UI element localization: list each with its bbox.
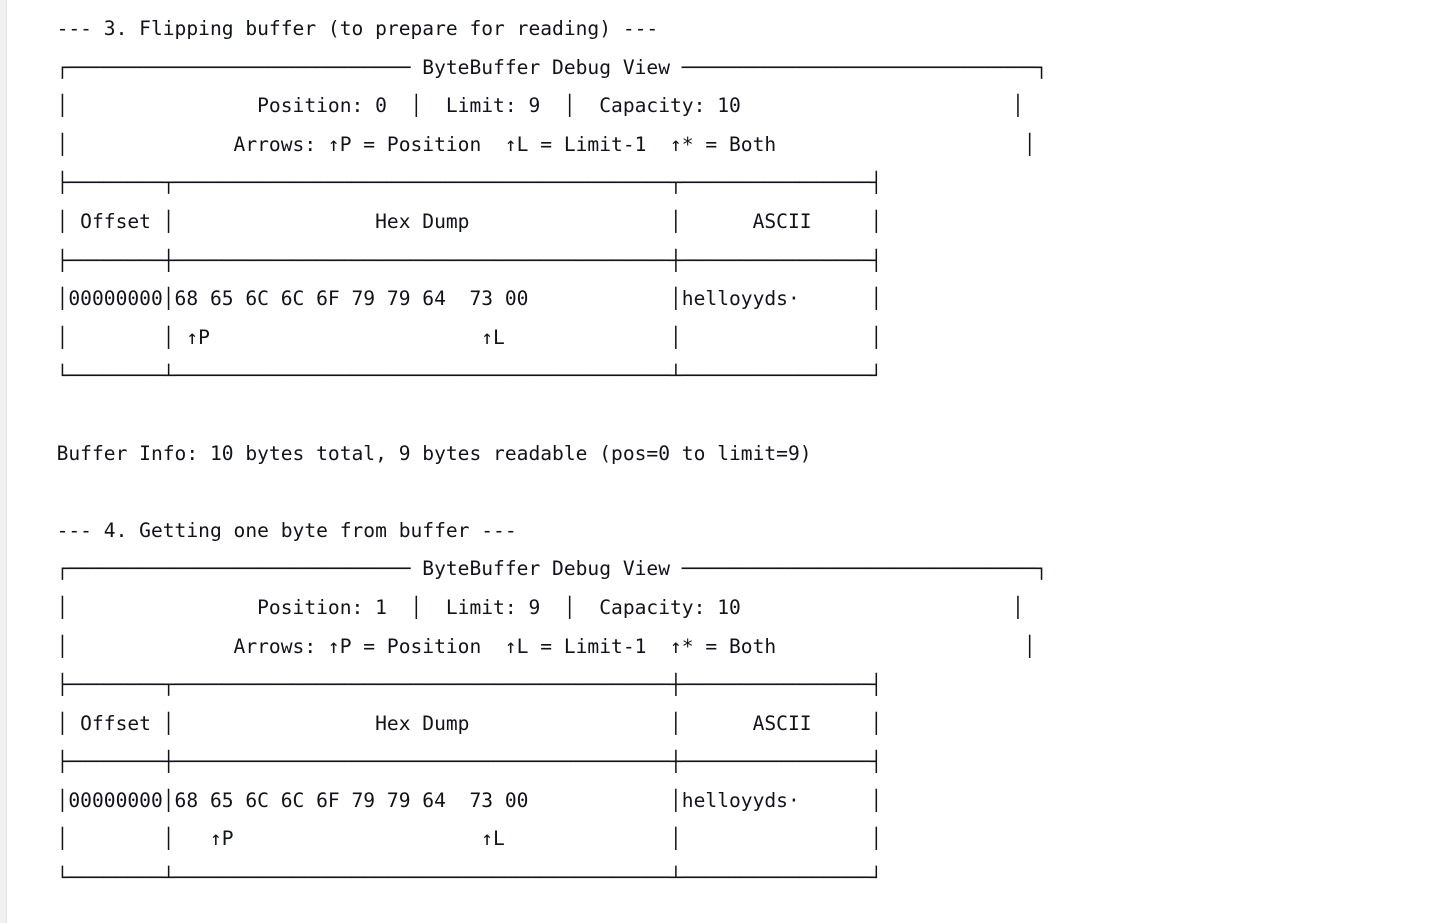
section-3-arrows-legend: │ Arrows: ↑P = Position ↑L = Limit-1 ↑* … (33, 132, 1036, 156)
section-4-table-top-rule: ├────────┬──────────────────────────────… (33, 673, 883, 697)
left-gutter-strip (0, 0, 7, 923)
section-3-buffer-info: Buffer Info: 10 bytes total, 9 bytes rea… (33, 441, 812, 465)
section-3-table-header-row: │ Offset │ Hex Dump │ ASCII │ (33, 209, 883, 233)
section-3-table-mid-rule: ├────────┼──────────────────────────────… (33, 248, 883, 272)
section-4-heading: --- 4. Getting one byte from buffer --- (33, 518, 517, 542)
section-3-marker-row: │ │ ↑P ↑L │ │ (33, 325, 883, 349)
section-3-table-bottom-rule: └────────┴──────────────────────────────… (33, 364, 883, 388)
blank-line-1 (0, 396, 1430, 435)
section-3-heading: --- 3. Flipping buffer (to prepare for r… (33, 17, 659, 40)
section-4-hex-data-row: │00000000│68 65 6C 6C 6F 79 79 64 73 00 … (33, 788, 883, 812)
section-3-table-top-rule: ├────────┬──────────────────────────────… (33, 171, 883, 195)
section-4-marker-row: │ │ ↑P ↑L │ │ (33, 827, 883, 851)
section-4-arrows-legend: │ Arrows: ↑P = Position ↑L = Limit-1 ↑* … (33, 634, 1036, 658)
section-4-table-header-row: │ Offset │ Hex Dump │ ASCII │ (33, 711, 883, 735)
section-4-position-line: │ Position: 1 │ Limit: 9 │ Capacity: 10 … (33, 595, 1024, 619)
section-4-table-mid-rule: ├────────┼──────────────────────────────… (33, 750, 883, 774)
section-3-debug-top-border: ┌───────────────────────────── ByteBuffe… (33, 55, 1048, 79)
blank-line-2 (0, 473, 1430, 512)
section-4-table-bottom-rule: └────────┴──────────────────────────────… (33, 866, 883, 890)
section-4-debug-top-border: ┌───────────────────────────── ByteBuffe… (33, 557, 1048, 581)
section-3-hex-data-row: │00000000│68 65 6C 6C 6F 79 79 64 73 00 … (33, 287, 883, 311)
section-3-position-line: │ Position: 0 │ Limit: 9 │ Capacity: 10 … (33, 94, 1024, 118)
